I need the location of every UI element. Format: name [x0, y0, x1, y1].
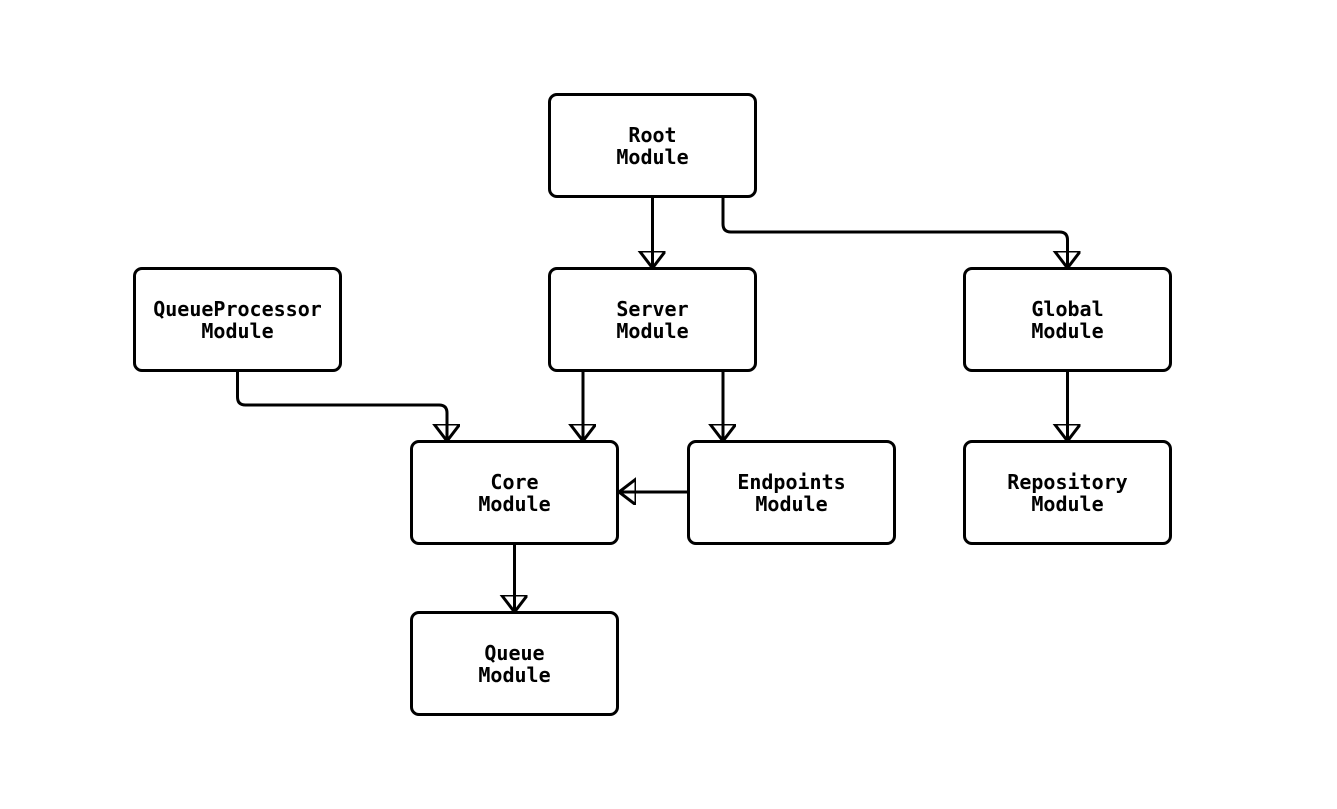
node-queue-module: Queue Module	[410, 611, 619, 716]
node-root-module-label: Root Module	[616, 122, 689, 169]
node-global-module-label: Global Module	[1031, 296, 1104, 343]
edge-queueprocessor-core	[236, 372, 448, 440]
node-queueprocessor-module-label: QueueProcessor Module	[153, 296, 322, 343]
node-endpoints-module: Endpoints Module	[687, 440, 896, 545]
node-core-module-label: Core Module	[478, 469, 551, 516]
node-repository-module: Repository Module	[963, 440, 1172, 545]
node-queue-module-label: Queue Module	[478, 640, 551, 687]
edge-root-global	[721, 198, 1068, 267]
node-server-module-label: Server Module	[616, 296, 689, 343]
node-repository-module-label: Repository Module	[1007, 469, 1128, 516]
node-core-module: Core Module	[410, 440, 619, 545]
node-server-module: Server Module	[548, 267, 757, 372]
node-endpoints-module-label: Endpoints Module	[737, 469, 846, 516]
node-global-module: Global Module	[963, 267, 1172, 372]
node-root-module: Root Module	[548, 93, 757, 198]
node-queueprocessor-module: QueueProcessor Module	[133, 267, 342, 372]
